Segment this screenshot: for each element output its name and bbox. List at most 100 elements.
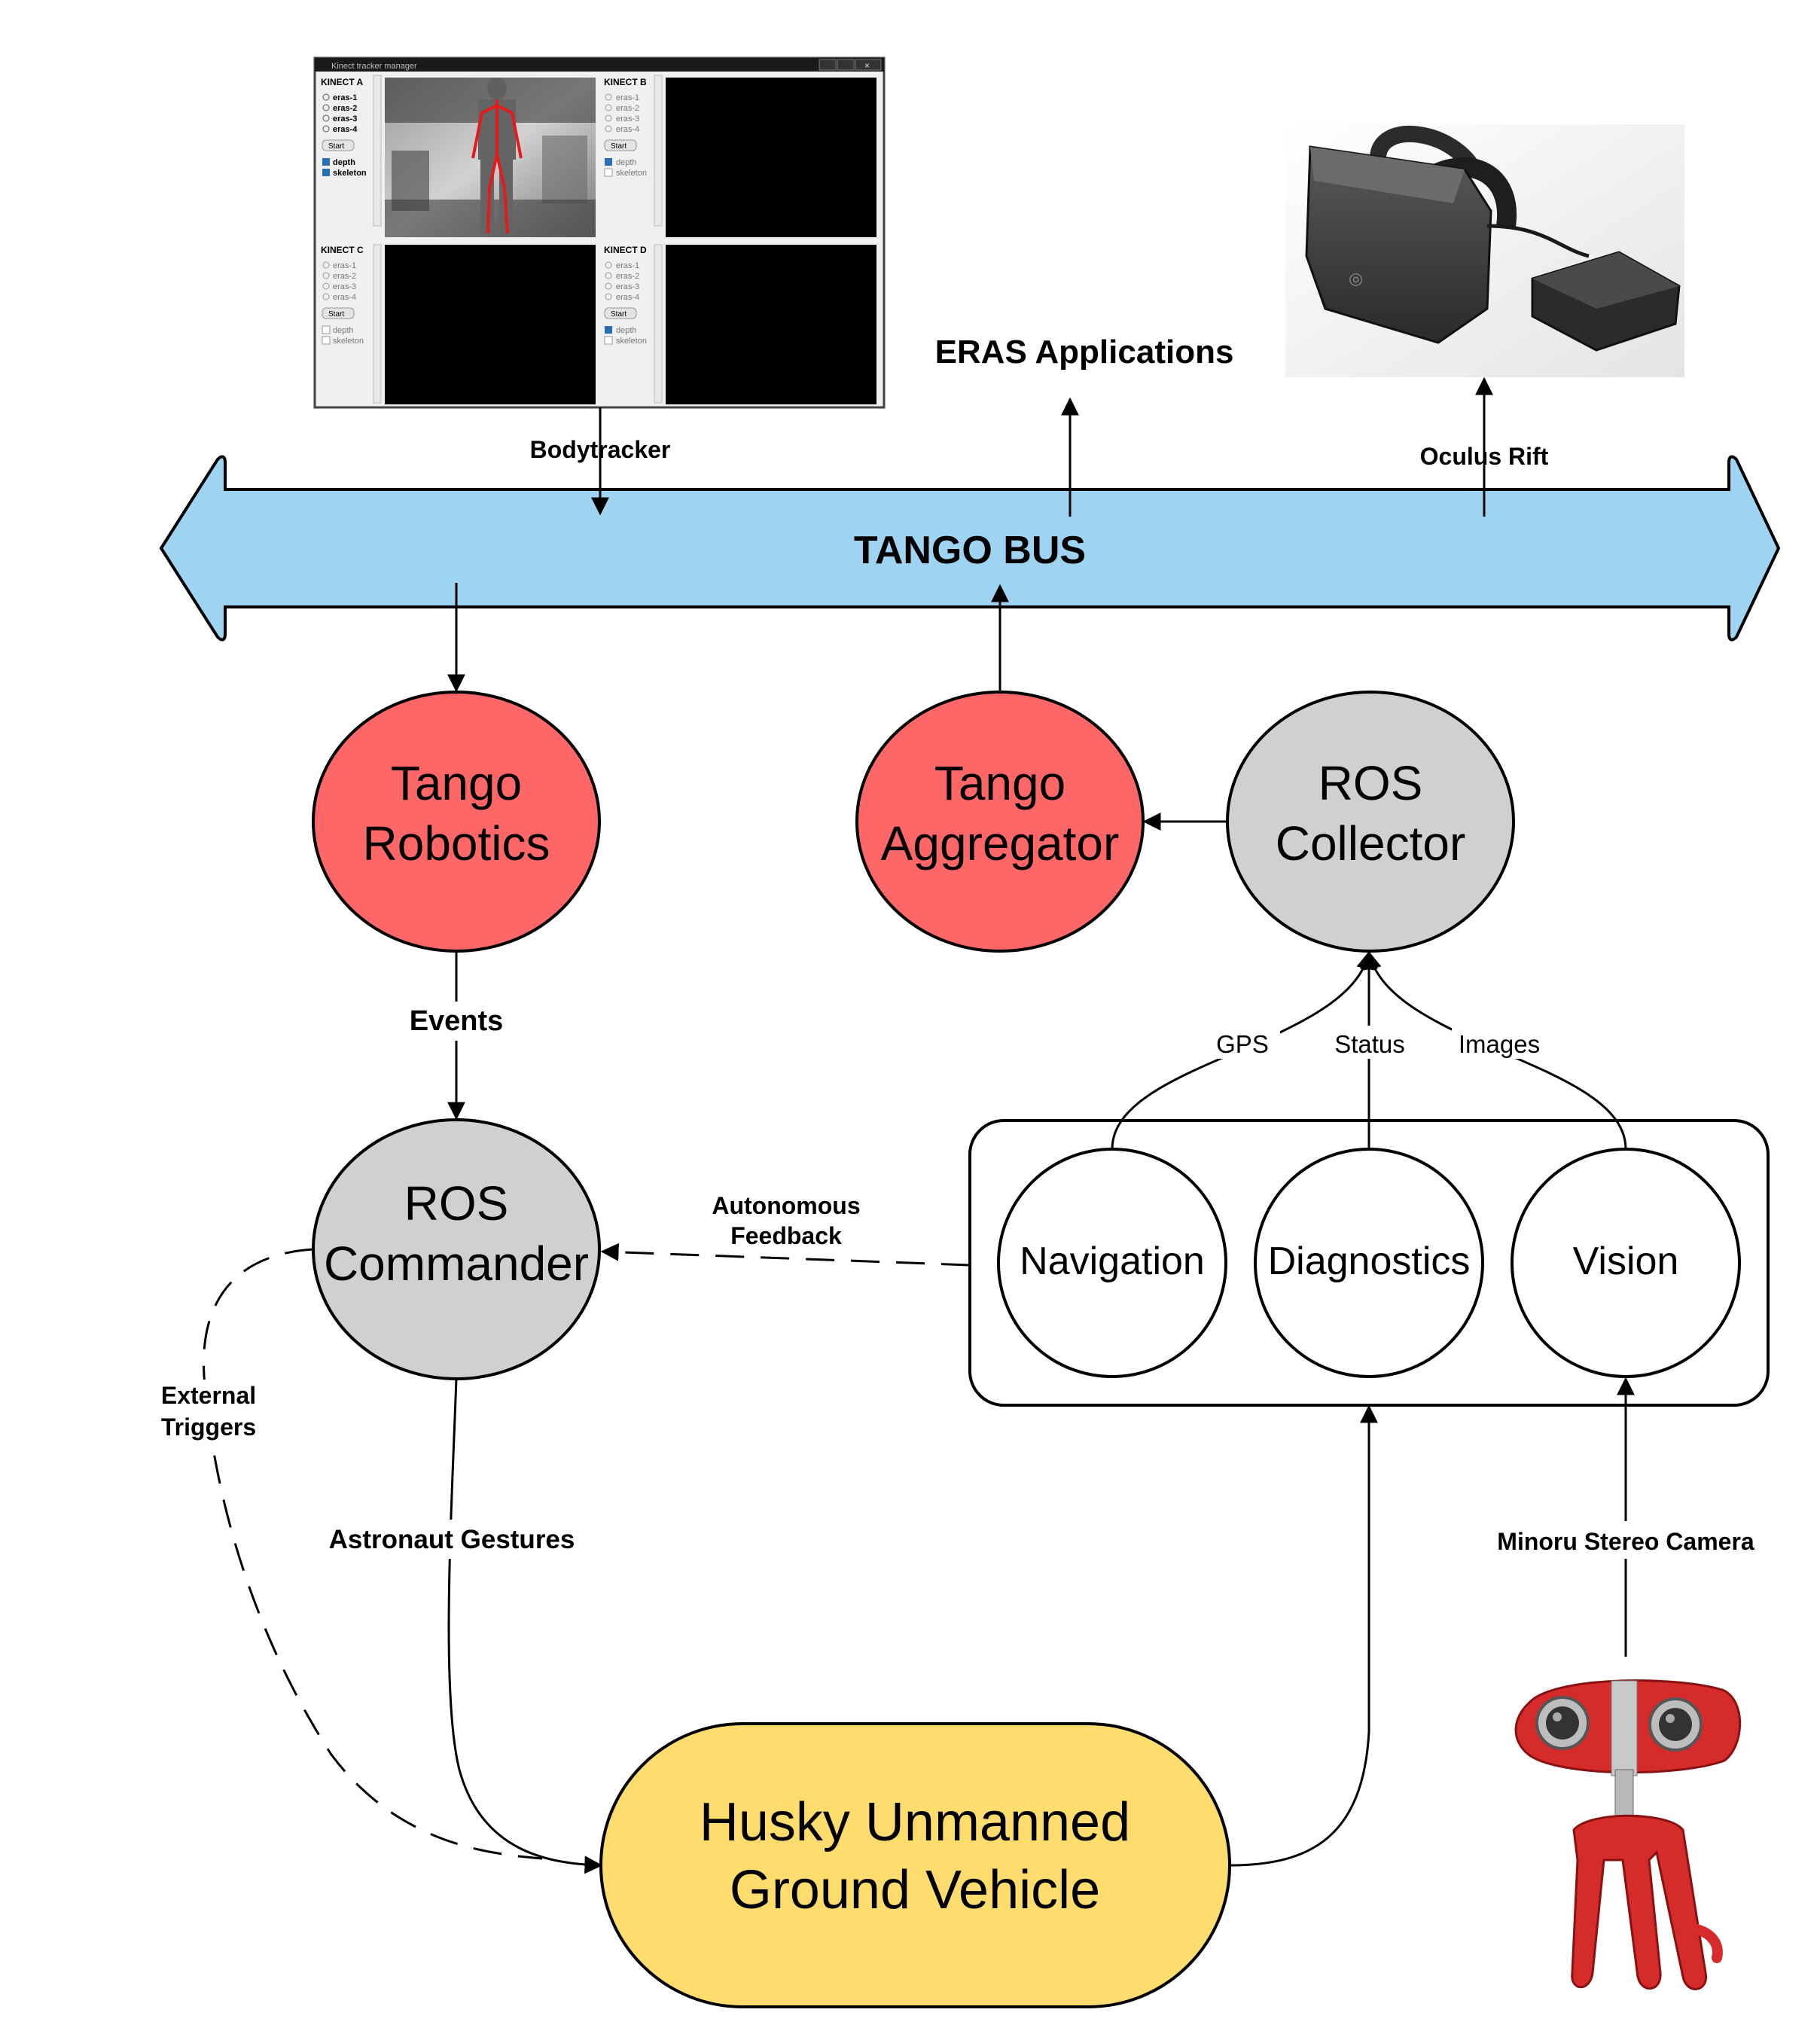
kinect-scrollbar[interactable] — [373, 75, 382, 227]
kinect-panel-d: KINECT D eras-1 eras-2 eras-3 eras-4 Sta… — [604, 244, 876, 404]
kinect-panel-title: KINECT A — [321, 77, 364, 87]
kinect-window-titlebar — [315, 58, 884, 72]
kinect-panel-c: KINECT C eras-1 eras-2 eras-3 eras-4 Sta… — [321, 244, 596, 404]
kinect-user-label: eras-3 — [333, 114, 357, 123]
kinect-panel-title: KINECT C — [321, 245, 364, 255]
kinect-user-label: eras-3 — [333, 282, 356, 291]
kinect-user-label: eras-1 — [616, 93, 639, 102]
kinect-option-label: depth — [333, 326, 354, 335]
kinect-user-label: eras-2 — [616, 272, 639, 281]
kinect-start-label: Start — [328, 142, 344, 151]
minoru-label: Minoru Stereo Camera — [1497, 1528, 1754, 1555]
kinect-option-label: depth — [616, 326, 637, 335]
maximize-button[interactable] — [837, 59, 855, 71]
kinect-start-label: Start — [328, 310, 344, 319]
camera-legs — [1571, 1814, 1708, 1990]
astronaut-gestures-label: Astronaut Gestures — [329, 1525, 575, 1554]
oculus-rift-label: Oculus Rift — [1420, 443, 1549, 470]
kinect-user-label: eras-3 — [616, 282, 639, 291]
ros-commander-node: ROS Commander — [312, 1118, 601, 1380]
kinect-depth-view — [666, 245, 876, 404]
tango-robotics-node: Tango Robotics — [312, 691, 601, 953]
kinect-skeleton-checkbox[interactable] — [322, 336, 331, 345]
kinect-start-button[interactable] — [604, 307, 637, 319]
kinect-depth-checkbox[interactable] — [605, 158, 612, 166]
husky-node: Husky Unmanned Ground Vehicle — [599, 1722, 1231, 2008]
kinect-skeleton-checkbox[interactable] — [322, 169, 330, 176]
kinect-user-label: eras-4 — [333, 293, 356, 302]
kinect-depth-checkbox[interactable] — [322, 158, 330, 166]
kinect-option-label: skeleton — [333, 169, 367, 178]
skeleton-overlay — [471, 99, 523, 234]
kinect-tracker-window: Kinect tracker manager × KINECT A eras-1… — [313, 56, 886, 409]
images-label: Images — [1459, 1030, 1540, 1058]
bodytracker-label: Bodytracker — [530, 436, 671, 463]
close-icon: × — [864, 60, 870, 71]
kinect-skeleton-checkbox[interactable] — [604, 336, 613, 345]
tango-aggregator-node: Tango Aggregator — [855, 691, 1145, 953]
diagnostics-node: Diagnostics — [1254, 1148, 1484, 1378]
husky-label-line1: Husky Unmanned — [700, 1792, 1130, 1852]
kinect-start-button[interactable] — [322, 139, 355, 151]
status-label: Status — [1334, 1030, 1405, 1058]
kinect-start-button[interactable] — [604, 139, 637, 151]
kinect-scrollbar[interactable] — [654, 244, 663, 404]
kinect-depth-view — [666, 78, 876, 237]
oculus-logo-mark: ◎ — [1347, 267, 1365, 288]
kinect-user-label: eras-3 — [616, 114, 639, 123]
kinect-start-label: Start — [611, 142, 626, 151]
minimize-button[interactable] — [819, 59, 837, 71]
kinect-option-label: depth — [333, 158, 355, 167]
events-label: Events — [410, 1005, 504, 1037]
kinect-option-label: skeleton — [616, 337, 647, 346]
ros-collector-label-line1: ROS — [1319, 756, 1423, 810]
tango-robotics-label-line2: Robotics — [363, 816, 550, 871]
kinect-user-label: eras-4 — [616, 293, 639, 302]
oculus-rift-photo: ◎ — [1285, 124, 1684, 377]
vision-node: Vision — [1511, 1148, 1741, 1378]
minoru-camera-photo — [1514, 1679, 1742, 1990]
navigation-node: Navigation — [997, 1148, 1227, 1378]
kinect-panel-b: KINECT B eras-1 eras-2 eras-3 eras-4 Sta… — [604, 75, 876, 237]
close-button[interactable] — [855, 59, 882, 71]
navigation-label: Navigation — [1020, 1240, 1205, 1283]
ros-commander-label-line1: ROS — [404, 1176, 509, 1230]
kinect-depth-checkbox[interactable] — [605, 326, 612, 334]
kinect-user-label: eras-2 — [333, 272, 356, 281]
kinect-depth-checkbox[interactable] — [322, 325, 331, 334]
autonomous-feedback-label-line2: Feedback — [730, 1222, 842, 1249]
tango-aggregator-label-line2: Aggregator — [881, 816, 1120, 871]
diagnostics-label: Diagnostics — [1268, 1240, 1471, 1283]
ros-collector-label-line2: Collector — [1276, 816, 1466, 871]
kinect-panel-a: KINECT A eras-1 eras-2 eras-3 eras-4 Sta… — [321, 75, 596, 237]
external-triggers-edge — [203, 1248, 543, 1860]
kinect-panel-title: KINECT B — [604, 77, 647, 87]
husky-to-subsystems-edge — [1229, 1404, 1378, 1867]
kinect-depth-view — [385, 245, 596, 404]
tango-bus-label: TANGO BUS — [854, 529, 1086, 572]
kinect-start-button[interactable] — [322, 307, 355, 319]
ros-collector-node: ROS Collector — [1226, 691, 1515, 953]
autonomous-feedback-label-line1: Autonomous — [712, 1192, 860, 1219]
kinect-start-label: Start — [611, 310, 626, 319]
tango-bus-arrow — [159, 455, 1781, 642]
kinect-panel-title: KINECT D — [604, 245, 647, 255]
tango-robotics-label-line1: Tango — [391, 756, 522, 810]
kinect-scrollbar[interactable] — [654, 75, 663, 227]
kinect-option-label: skeleton — [333, 337, 364, 346]
kinect-user-label: eras-1 — [333, 93, 357, 102]
kinect-user-label: eras-1 — [333, 261, 356, 270]
kinect-user-label: eras-4 — [616, 125, 639, 134]
kinect-user-label: eras-1 — [616, 261, 639, 270]
kinect-user-label: eras-4 — [333, 125, 358, 134]
external-triggers-label-line2: Triggers — [161, 1413, 256, 1441]
kinect-window-title: Kinect tracker manager — [331, 62, 417, 71]
external-triggers-label-line1: External — [161, 1382, 256, 1409]
husky-label-line2: Ground Vehicle — [730, 1860, 1100, 1920]
kinect-skeleton-checkbox[interactable] — [604, 168, 613, 177]
kinect-scrollbar[interactable] — [373, 244, 382, 404]
kinect-option-label: skeleton — [616, 169, 647, 178]
kinect-user-label: eras-2 — [616, 104, 639, 113]
kinect-user-label: eras-2 — [333, 104, 357, 113]
